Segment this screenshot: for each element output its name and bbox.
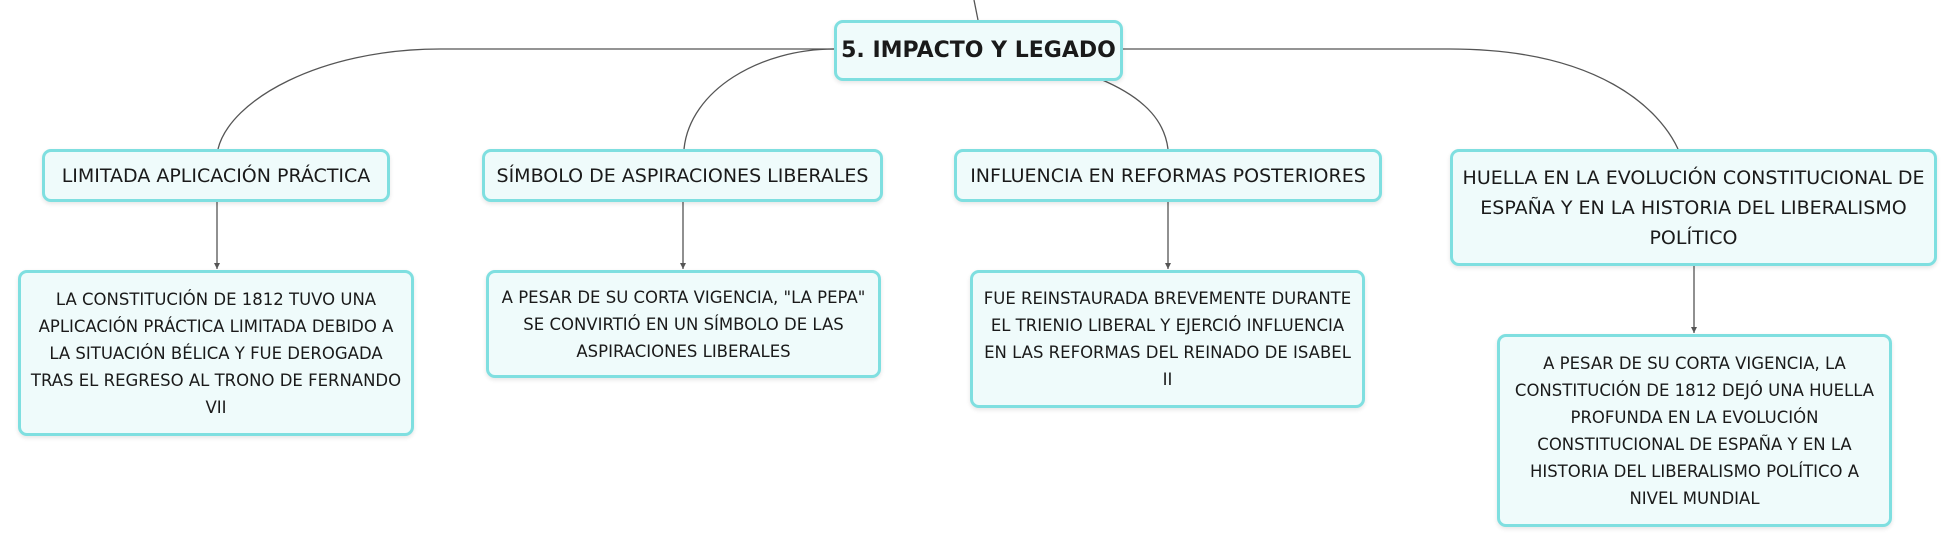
connector-root-to-branch-3 bbox=[1099, 78, 1169, 150]
branch-label: INFLUENCIA EN REFORMAS POSTERIORES bbox=[970, 164, 1366, 187]
detail-later-reforms[interactable]: FUE REINSTAURADA BREVEMENTE DURANTE EL T… bbox=[970, 270, 1365, 408]
root-topic-label: 5. IMPACTO Y LEGADO bbox=[841, 38, 1116, 63]
connector-root-to-branch-4 bbox=[1123, 48, 1679, 150]
detail-constitutional-legacy[interactable]: A PESAR DE SU CORTA VIGENCIA, LA CONSTIT… bbox=[1497, 334, 1892, 527]
detail-text: A PESAR DE SU CORTA VIGENCIA, "LA PEPA" … bbox=[501, 287, 866, 361]
branch-later-reforms[interactable]: INFLUENCIA EN REFORMAS POSTERIORES bbox=[954, 149, 1382, 202]
root-topic[interactable]: 5. IMPACTO Y LEGADO bbox=[834, 20, 1123, 81]
branch-label: SÍMBOLO DE ASPIRACIONES LIBERALES bbox=[496, 164, 869, 187]
branch-constitutional-legacy[interactable]: HUELLA EN LA EVOLUCIÓN CONSTITUCIONAL DE… bbox=[1450, 149, 1937, 266]
connector-parent-to-root bbox=[973, 0, 979, 21]
detail-limited-application[interactable]: LA CONSTITUCIÓN DE 1812 TUVO UNA APLICAC… bbox=[18, 270, 414, 436]
detail-text: A PESAR DE SU CORTA VIGENCIA, LA CONSTIT… bbox=[1514, 353, 1875, 508]
detail-text: LA CONSTITUCIÓN DE 1812 TUVO UNA APLICAC… bbox=[30, 289, 402, 417]
branch-label: HUELLA EN LA EVOLUCIÓN CONSTITUCIONAL DE… bbox=[1462, 166, 1925, 249]
detail-liberal-symbol[interactable]: A PESAR DE SU CORTA VIGENCIA, "LA PEPA" … bbox=[486, 270, 881, 378]
branch-limited-application[interactable]: LIMITADA APLICACIÓN PRÁCTICA bbox=[42, 149, 390, 202]
branch-label: LIMITADA APLICACIÓN PRÁCTICA bbox=[61, 164, 371, 187]
connector-root-to-branch-2 bbox=[683, 48, 835, 150]
connector-root-to-branch-1 bbox=[217, 48, 834, 150]
branch-liberal-symbol[interactable]: SÍMBOLO DE ASPIRACIONES LIBERALES bbox=[482, 149, 883, 202]
detail-text: FUE REINSTAURADA BREVEMENTE DURANTE EL T… bbox=[983, 289, 1352, 389]
